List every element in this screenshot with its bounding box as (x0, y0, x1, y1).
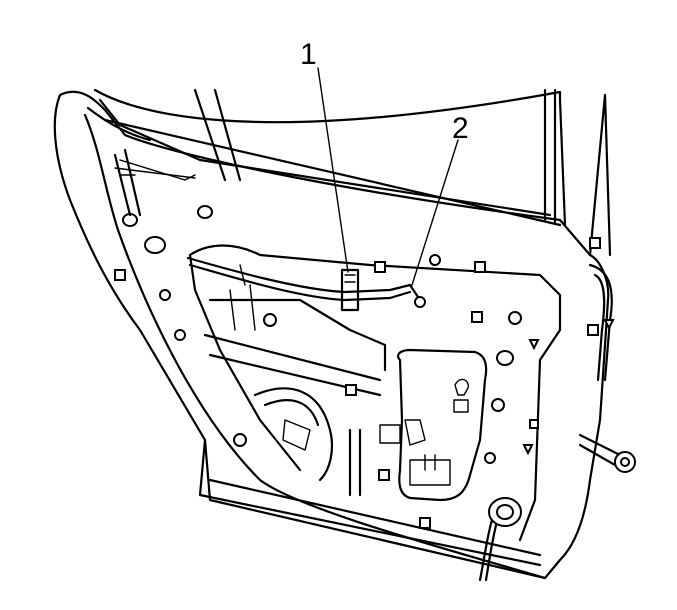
callout-1-leader (317, 67, 349, 273)
callout-2-label: 2 (452, 112, 469, 145)
wiring-harness (478, 263, 636, 582)
door-rods (186, 256, 426, 312)
inner-panel (188, 244, 562, 542)
window-frame (86, 98, 552, 217)
lock-module (379, 348, 488, 502)
callout-2-leader (411, 139, 459, 286)
callout-1-label: 1 (300, 38, 317, 71)
door-outer-shell (53, 88, 612, 580)
callout-leaders (317, 67, 459, 286)
hinge-bracket (113, 148, 142, 217)
